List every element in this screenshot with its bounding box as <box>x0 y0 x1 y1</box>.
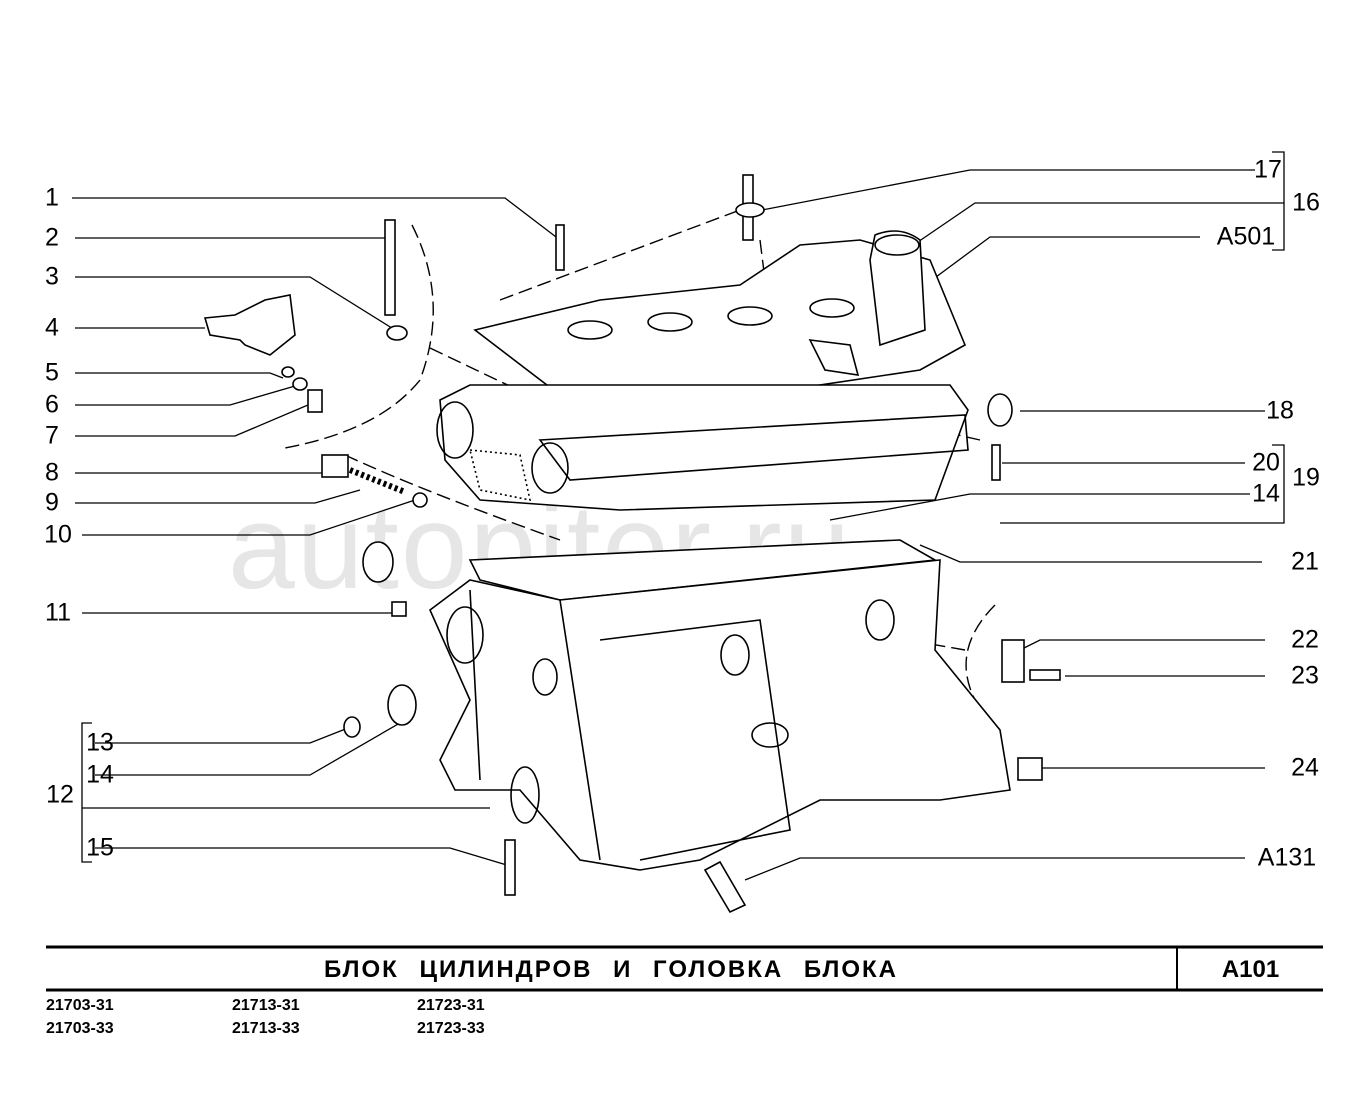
callout-15: 15 <box>86 833 114 862</box>
callout-2: 2 <box>45 223 59 252</box>
callout-18: 18 <box>1266 396 1294 425</box>
callout-7: 7 <box>45 421 59 450</box>
callout-16: 16 <box>1292 188 1320 217</box>
model-code: 21723-31 <box>417 997 485 1014</box>
model-code: 21713-31 <box>232 997 300 1014</box>
footer-rules <box>46 945 1323 992</box>
page-title: БЛОК ЦИЛИНДРОВ И ГОЛОВКА БЛОКА <box>323 956 899 983</box>
cylinder-block <box>429 559 1011 871</box>
valve-cover <box>473 230 967 401</box>
callout-11: 11 <box>45 598 71 627</box>
callout-23: 23 <box>1291 661 1319 690</box>
callout-14-right: 14 <box>1252 479 1280 508</box>
callout-24: 24 <box>1291 753 1319 782</box>
model-code: 21723-33 <box>417 1020 485 1037</box>
callout-a131: A131 <box>1257 843 1317 872</box>
callout-1: 1 <box>45 183 59 212</box>
callout-5: 5 <box>45 358 59 387</box>
callout-9: 9 <box>45 488 59 517</box>
callout-20: 20 <box>1252 448 1280 477</box>
section-code: А101 <box>1221 956 1280 983</box>
callout-12: 12 <box>46 780 74 809</box>
callout-6: 6 <box>45 390 59 419</box>
callout-14-left: 14 <box>86 760 114 789</box>
callout-19: 19 <box>1292 463 1320 492</box>
callout-a501: A501 <box>1216 222 1276 251</box>
callout-3: 3 <box>45 262 59 291</box>
callout-21: 21 <box>1291 547 1319 576</box>
callout-22: 22 <box>1291 625 1319 654</box>
callout-13: 13 <box>86 728 114 757</box>
model-code: 21703-31 <box>46 997 114 1014</box>
callout-17: 17 <box>1254 155 1282 184</box>
callout-4: 4 <box>45 313 59 342</box>
model-code: 21713-33 <box>232 1020 300 1037</box>
callout-8: 8 <box>45 458 59 487</box>
callout-10: 10 <box>44 520 72 549</box>
small-parts <box>203 174 1061 914</box>
cylinder-head <box>436 384 969 511</box>
leader-lines-left <box>72 197 561 867</box>
model-code: 21703-33 <box>46 1020 114 1037</box>
